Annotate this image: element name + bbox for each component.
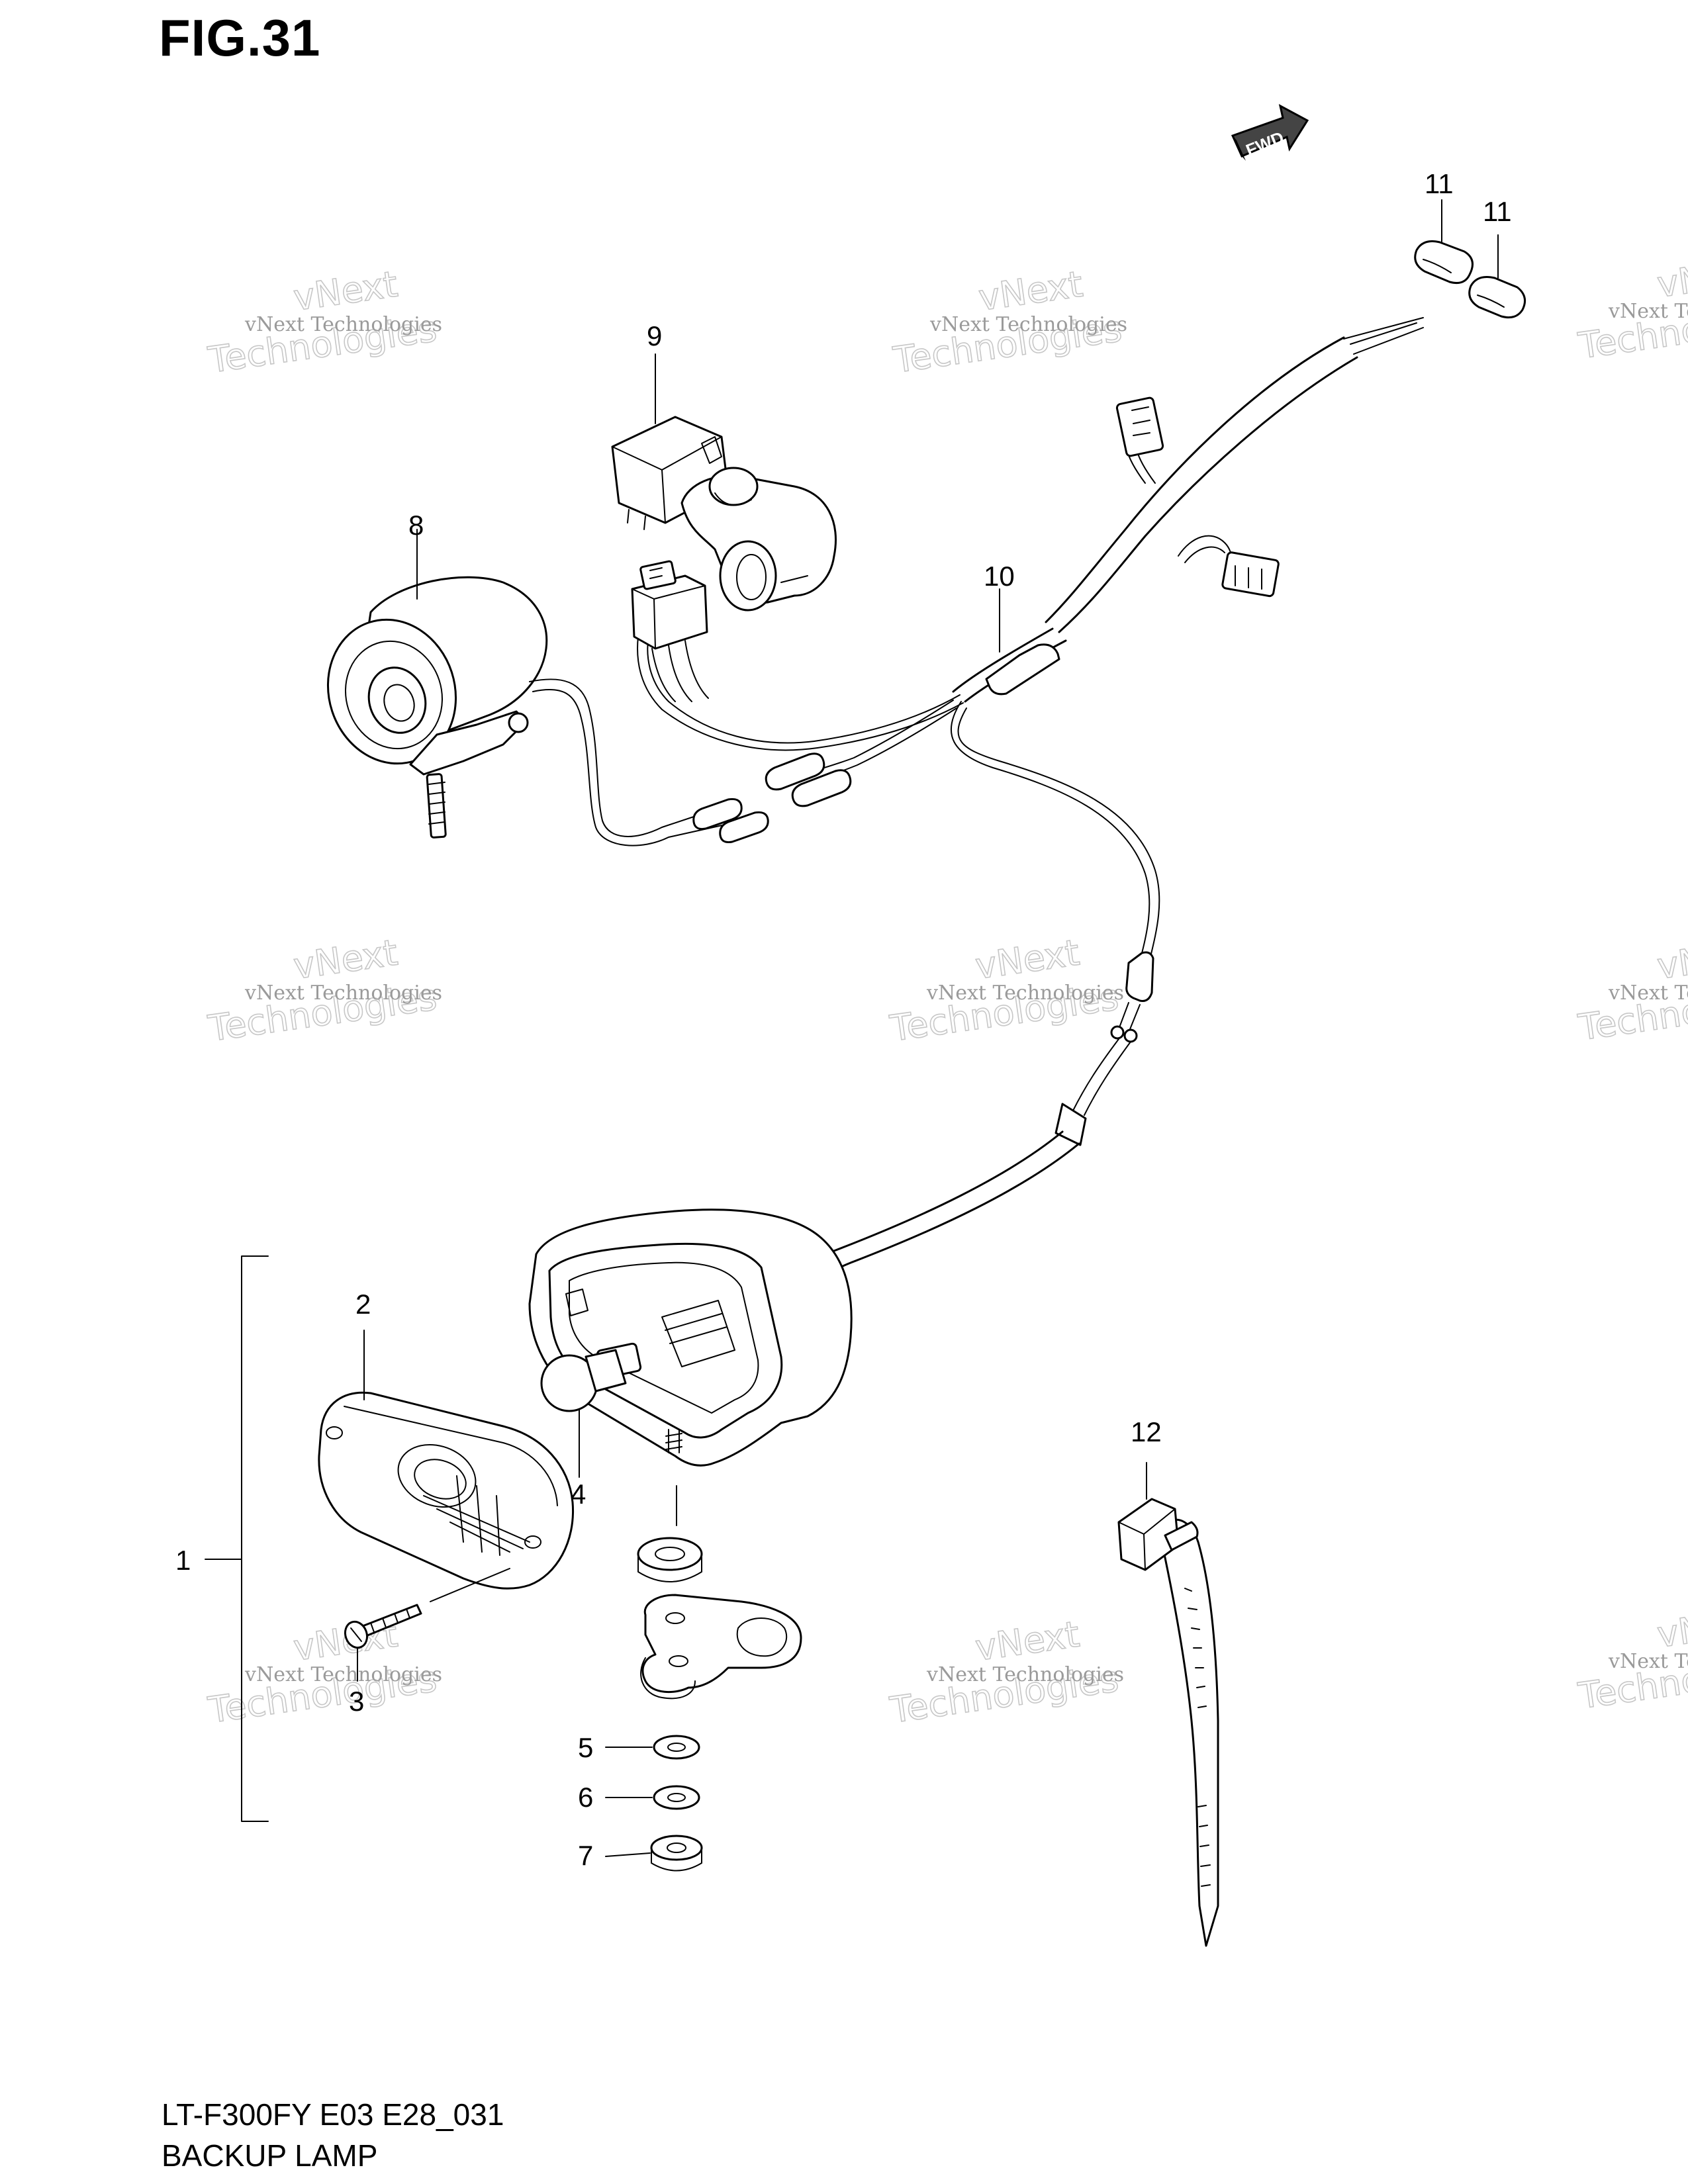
callout-9: 9	[647, 320, 662, 351]
watermark-large: vNext	[1654, 932, 1688, 987]
watermark-large: vNext	[972, 1614, 1082, 1669]
part-10-wiring-harness	[633, 317, 1424, 1292]
part-2-lens	[318, 1391, 575, 1590]
watermark-large: vNext	[291, 263, 400, 319]
watermark-text: vNext Technologies	[926, 1663, 1124, 1686]
callout-8: 8	[408, 510, 424, 541]
watermark-text: vNext Technologies	[926, 981, 1124, 1005]
callout-11b: 11	[1483, 196, 1512, 227]
figure-title: FIG.31	[159, 9, 321, 67]
part-8-lamp	[326, 576, 769, 846]
part-4-bulb	[540, 1349, 627, 1412]
section-name: BACKUP LAMP	[162, 2138, 378, 2173]
leader-lines	[205, 199, 1499, 1857]
watermark-large: vNext	[1654, 250, 1688, 306]
callout-2: 2	[355, 1289, 371, 1320]
watermark: Technologies vNext vNext Technologies	[1575, 931, 1688, 1049]
part-3-screw	[344, 1604, 422, 1649]
callout-11: 11	[1425, 168, 1454, 199]
watermark: Technologies vNext vNext Technologies	[890, 263, 1127, 382]
watermark: Technologies vNext vNext Technologies	[886, 931, 1124, 1050]
watermark-text: vNext Technologies	[244, 1663, 442, 1686]
watermark-large: vNext	[976, 263, 1085, 319]
watermark: Technologies vNext vNext Technologies	[205, 1613, 442, 1732]
watermark: Technologies vNext vNext Technologies	[1575, 1600, 1688, 1717]
watermark-text: vNext Technologies	[1608, 300, 1688, 323]
callout-4: 4	[571, 1479, 586, 1510]
mount-bracket	[637, 1537, 802, 1700]
watermark-text: vNext Technologies	[244, 313, 442, 336]
watermark-text: vNext Technologies	[929, 313, 1127, 336]
watermark-large: vNext	[1654, 1600, 1688, 1656]
fwd-arrow-icon: FWD	[1231, 104, 1309, 161]
watermark-text: vNext Technologies	[244, 981, 442, 1005]
callout-6: 6	[578, 1782, 593, 1813]
watermark-text: vNext Technologies	[1608, 981, 1688, 1005]
watermark-large: vNext	[291, 932, 400, 987]
watermark: Technologies vNext vNext Technologies	[886, 1613, 1124, 1732]
watermark-large: vNext	[972, 932, 1082, 987]
part-11-cap	[1414, 240, 1474, 285]
part-11-cap	[1468, 276, 1526, 319]
callout-12: 12	[1131, 1416, 1162, 1447]
part-9-switch-assembly	[611, 416, 837, 702]
callout-7: 7	[578, 1840, 593, 1871]
callout-1: 1	[175, 1545, 191, 1576]
part-5-washer	[653, 1735, 700, 1760]
watermark-text: vNext Technologies	[1608, 1650, 1688, 1673]
part-12-clamp-band	[1117, 1498, 1219, 1947]
callout-3: 3	[349, 1686, 364, 1717]
callout-5: 5	[578, 1732, 593, 1763]
watermark: Technologies vNext vNext Technologies	[205, 263, 442, 382]
watermark: Technologies vNext vNext Technologies	[205, 931, 442, 1050]
part-7-nut	[650, 1835, 703, 1872]
part-6-washer	[653, 1785, 700, 1810]
lamp-housing	[528, 1208, 853, 1467]
watermark: Technologies vNext vNext Technologies	[1575, 250, 1688, 367]
model-code: LT-F300FY E03 E28_031	[162, 2097, 504, 2132]
callout-labels: 1 2 3 4 5 6 7 8 9 10 11 11 12	[175, 168, 1512, 1871]
callout-10: 10	[984, 561, 1015, 592]
